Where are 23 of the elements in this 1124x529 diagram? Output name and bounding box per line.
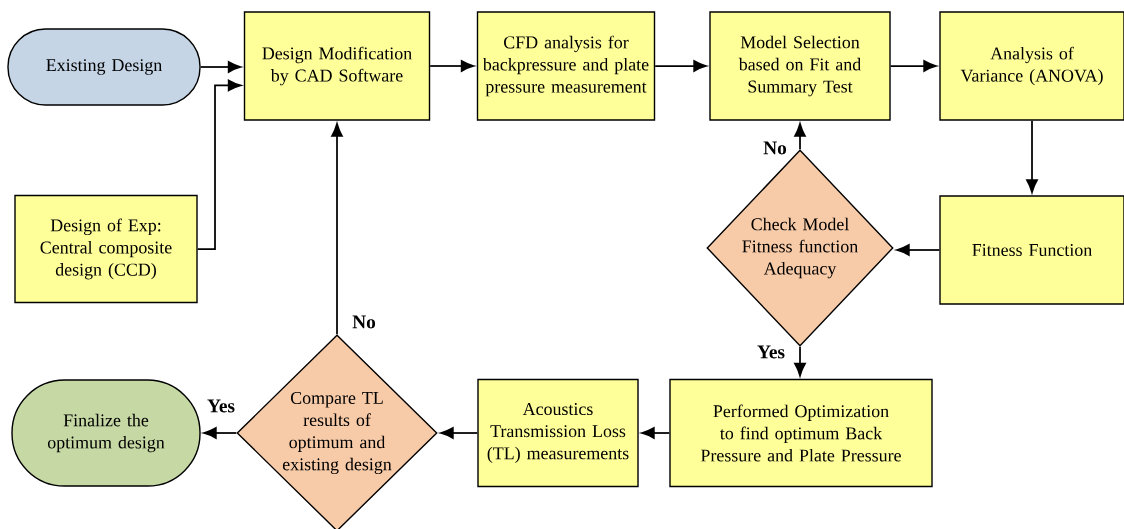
arrow — [331, 123, 343, 336]
arrow — [641, 427, 671, 439]
arrow — [440, 427, 479, 439]
arrow — [1026, 119, 1038, 193]
arrow — [794, 345, 806, 377]
process-box: Design of Exp: Central composite design (CCD) — [14, 194, 198, 304]
arrow — [429, 60, 475, 72]
edge-label: No — [350, 313, 378, 331]
arrow — [889, 60, 937, 72]
process-box: Model Selection based on Fit and Summary Test — [709, 11, 891, 121]
process-box: Acoustics Transmission Loss (TL) measurements — [477, 378, 639, 488]
arrow — [199, 61, 242, 73]
arrow — [896, 244, 941, 256]
arrow — [794, 123, 806, 151]
process-box: CFD analysis for backpressure and plate pressure measurement — [476, 11, 656, 121]
process-box: Performed Optimization to find optimum Back Pressure and Plate Pressure — [669, 378, 933, 488]
process-box: Design Modification by CAD Software — [243, 11, 431, 121]
arrow — [196, 79, 242, 250]
process-box: Analysis of Variance (ANOVA) — [939, 11, 1124, 121]
arrow — [654, 60, 707, 72]
arrow — [203, 427, 238, 439]
process-box: Fitness Function — [939, 195, 1124, 305]
edge-label: Yes — [205, 397, 237, 415]
